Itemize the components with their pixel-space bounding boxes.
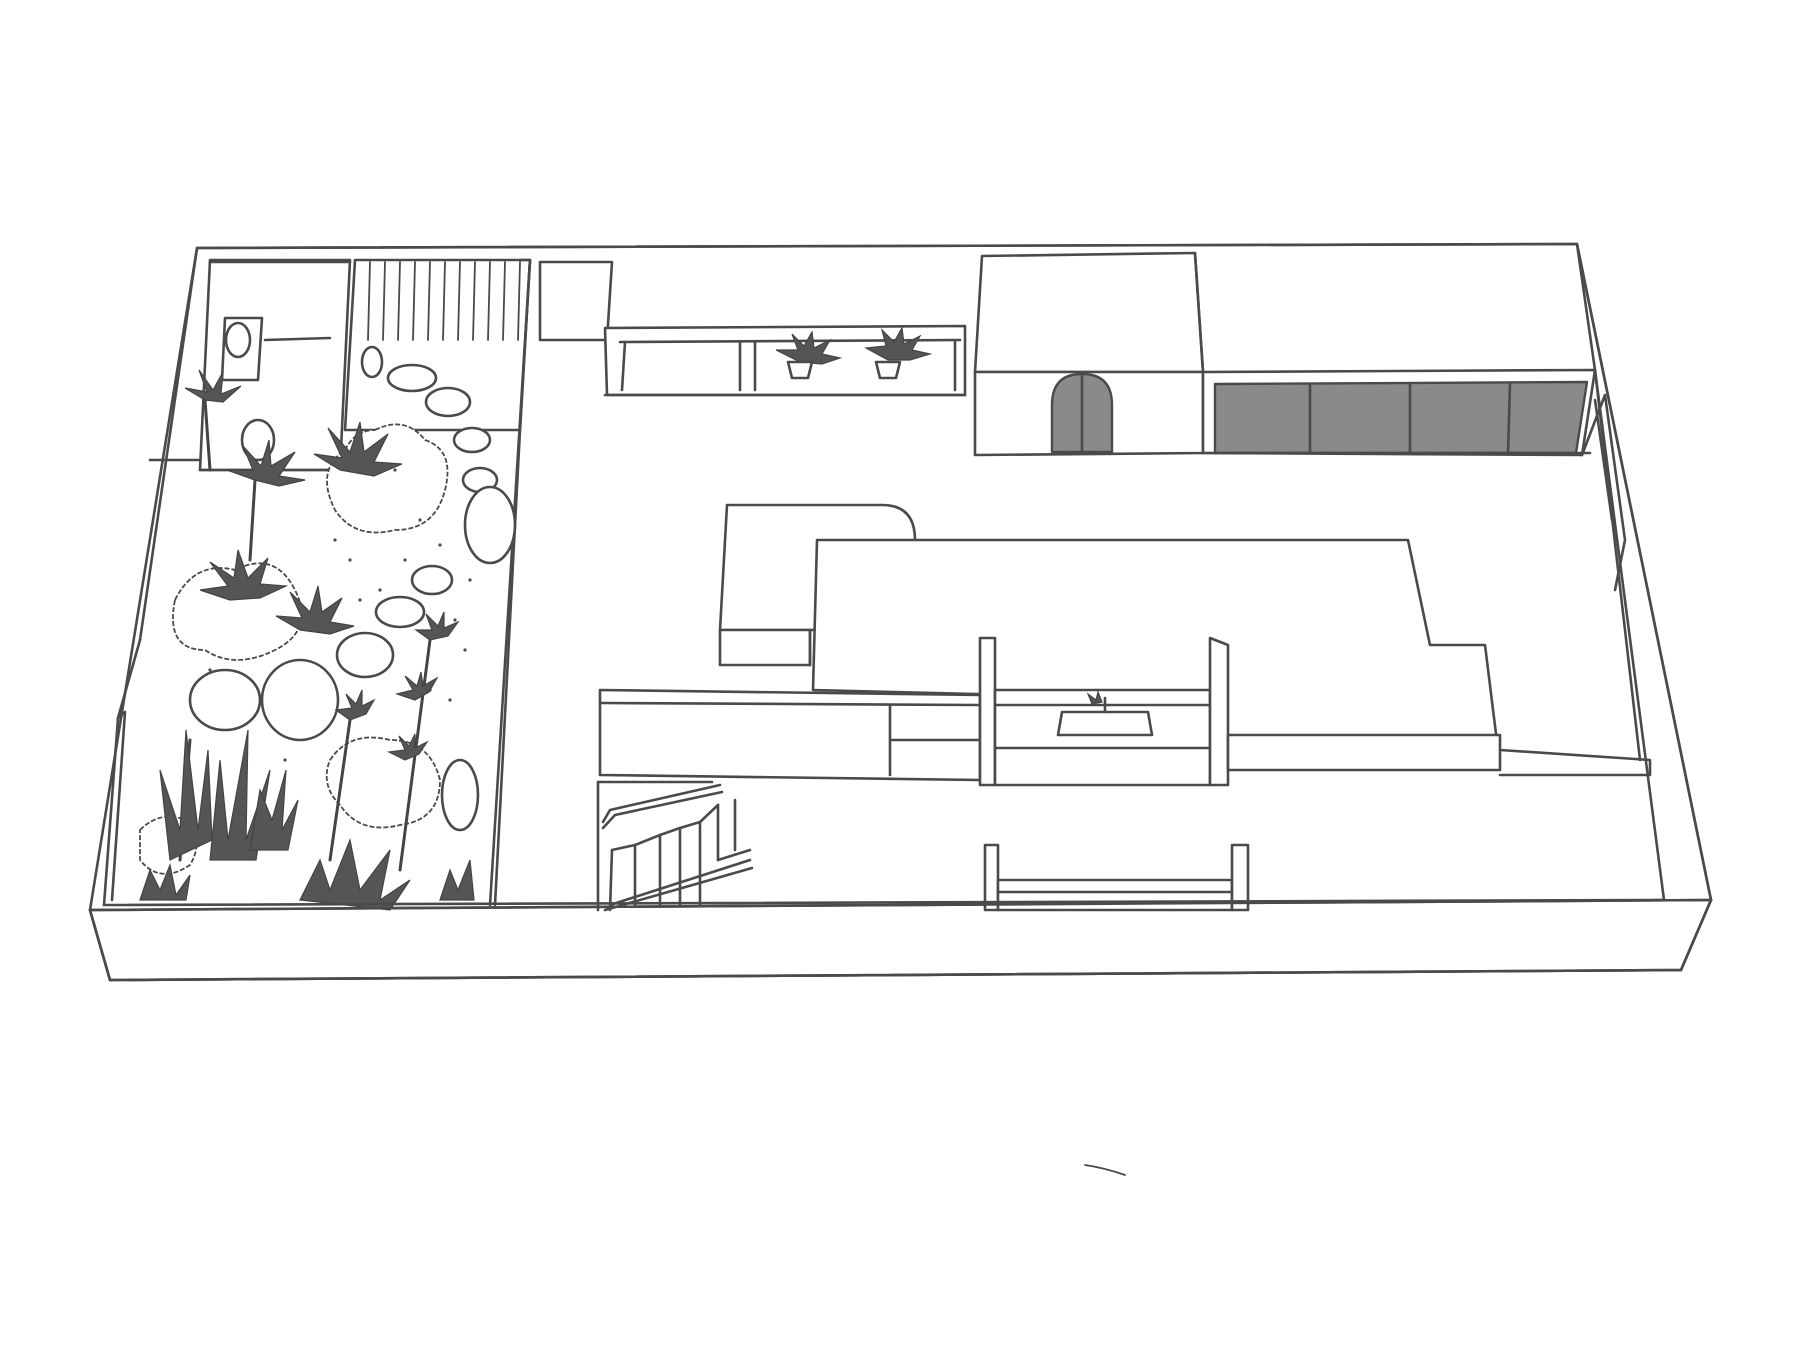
island-block — [718, 503, 1500, 752]
front-edge — [88, 898, 1713, 982]
garden-plants — [139, 369, 475, 911]
closet-doors — [1201, 368, 1597, 457]
slatted-screen — [367, 261, 521, 341]
stray-mark — [1084, 1164, 1126, 1176]
window-frame — [1580, 393, 1627, 592]
sink-icon — [1056, 690, 1154, 737]
arched-door — [1050, 372, 1114, 454]
stepping-stones — [188, 345, 517, 832]
garden-courtyard — [139, 258, 532, 911]
display-shelf — [603, 324, 967, 397]
room-block — [973, 251, 1205, 457]
toilet-icon — [220, 316, 264, 382]
kitchen-counter — [598, 636, 1652, 787]
potted-plant-icon — [775, 330, 843, 380]
potted-plant-icon — [864, 326, 933, 380]
entry-pillar — [538, 260, 614, 342]
